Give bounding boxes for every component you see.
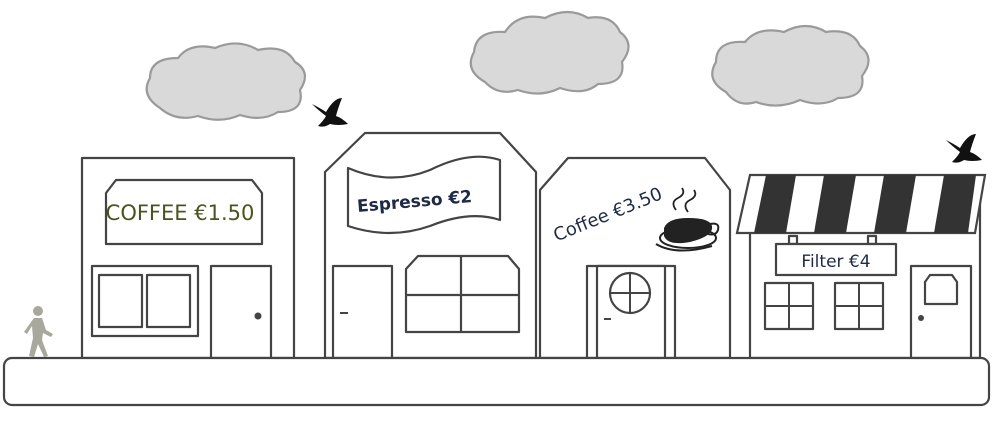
shop-4 [735,173,987,360]
bird-icon [946,134,982,163]
sidewalk [2,356,991,407]
shop-3 [538,156,732,360]
cloud-left [145,42,307,121]
shop-1-sign: COFFEE €1.50 [106,201,255,225]
striped-awning [735,173,987,235]
bird-icon [312,98,348,127]
shop-2 [323,131,538,360]
pedestrian-icon [24,306,53,357]
shop-1 [80,156,296,360]
cloud-right [711,24,870,107]
shop-4-sign: Filter €4 [801,252,870,272]
cloud-center [469,10,630,95]
coffee-cup-icon [655,187,720,252]
